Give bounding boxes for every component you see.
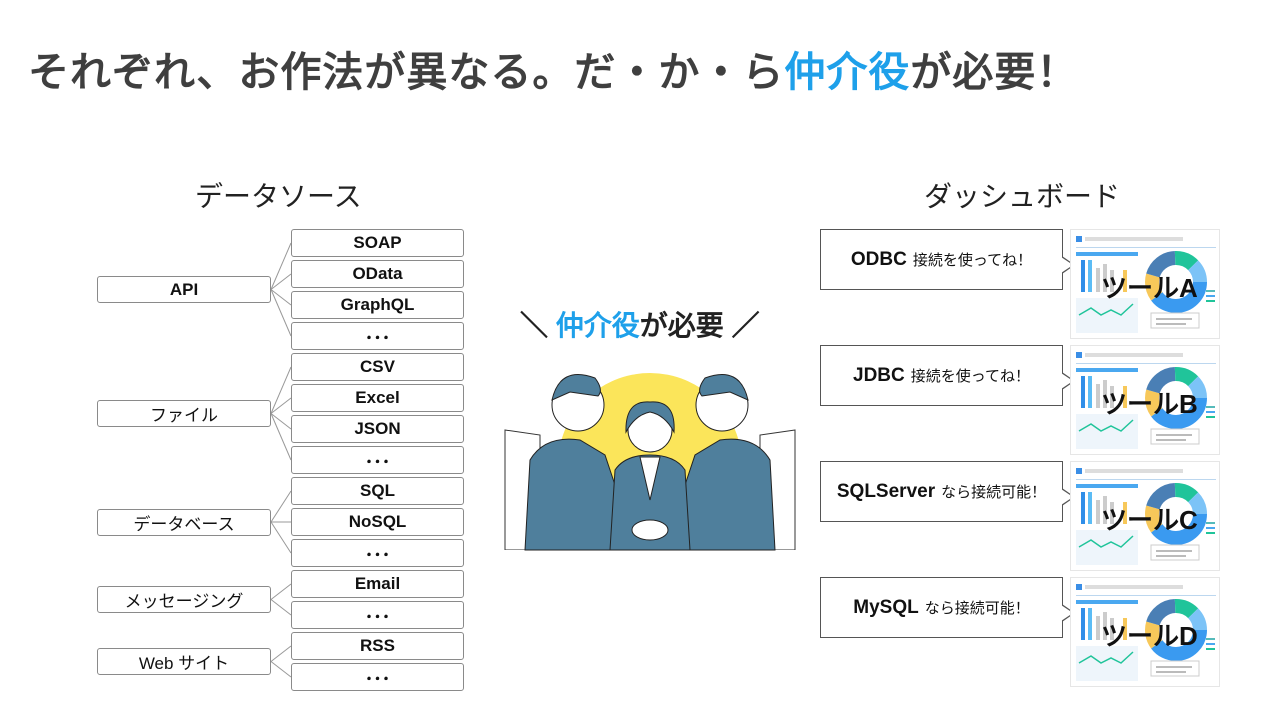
source-item: NoSQL (291, 508, 464, 536)
source-item: GraphQL (291, 291, 464, 319)
source-item: SOAP (291, 229, 464, 257)
tool-label: ツールA (1101, 273, 1198, 303)
connector (270, 242, 292, 290)
source-group-2: データベース (97, 508, 271, 536)
connection-callout: ODBC 接続を使ってね！ (820, 229, 1075, 290)
source-item: ･･･ (291, 322, 464, 350)
source-item: JSON (291, 415, 464, 443)
connector (270, 413, 292, 461)
source-item: Excel (291, 384, 464, 412)
tool-label: ツールB (1101, 389, 1198, 419)
callout-message: 接続を使ってね！ (910, 368, 1030, 385)
connector (270, 661, 292, 678)
connection-callout: SQLServer なら接続可能！ (820, 461, 1075, 522)
dashboard-thumbnail: ツールA (1070, 229, 1220, 339)
dashboard-chart-icon (1076, 468, 1216, 565)
connector (270, 645, 292, 662)
dashboard-thumbnail: ツールC (1070, 461, 1220, 571)
source-item: ･･･ (291, 446, 464, 474)
connector-name: MySQL (853, 596, 919, 618)
connection-callout: MySQL なら接続可能！ (820, 577, 1075, 638)
source-item: ･･･ (291, 601, 464, 629)
dashboard-thumbnail: ツールB (1070, 345, 1220, 455)
source-group-4: Web サイト (97, 648, 271, 675)
connector-name: JDBC (853, 364, 905, 386)
connection-callout: JDBC 接続を使ってね！ (820, 345, 1075, 406)
handshake-illustration (500, 373, 800, 555)
connector (270, 490, 292, 523)
dashboard-chart-icon (1076, 352, 1216, 449)
data-source-heading: データソース (195, 181, 362, 212)
source-item: RSS (291, 632, 464, 660)
slide-title: それぞれ、お作法が異なる。だ・か・ら仲介役が必要！ (28, 49, 1079, 95)
source-item: OData (291, 260, 464, 288)
connector-name: SQLServer (836, 480, 936, 502)
callout-message: なら接続可能！ (924, 600, 1030, 617)
connector (270, 289, 292, 337)
source-item: CSV (291, 353, 464, 381)
dashboard-thumbnail: ツールD (1070, 577, 1220, 687)
tool-label: ツールD (1101, 621, 1198, 651)
tool-label: ツールC (1101, 505, 1198, 535)
dashboard-chart-icon (1076, 236, 1216, 333)
dashboard-heading: ダッシュボード (924, 181, 1121, 212)
source-item: SQL (291, 477, 464, 505)
connector (270, 366, 292, 414)
connector (270, 583, 292, 600)
connector-name: ODBC (850, 248, 907, 270)
callout-message: なら接続可能！ (941, 484, 1047, 501)
source-group-3: メッセージング (97, 586, 271, 613)
mediator-caption: ＼ 仲介役が必要 ／ (520, 310, 760, 341)
callout-message: 接続を使ってね！ (912, 252, 1033, 269)
connector (270, 289, 292, 306)
connector (270, 599, 292, 616)
source-item: ･･･ (291, 663, 464, 691)
dashboard-chart-icon (1076, 584, 1216, 681)
source-item: Email (291, 570, 464, 598)
connector (270, 413, 292, 430)
source-item: ･･･ (291, 539, 464, 567)
connector (270, 397, 292, 414)
source-group-1: ファイル (97, 400, 271, 427)
connector (270, 521, 292, 554)
connector (270, 273, 292, 290)
source-group-0: API (97, 276, 271, 303)
